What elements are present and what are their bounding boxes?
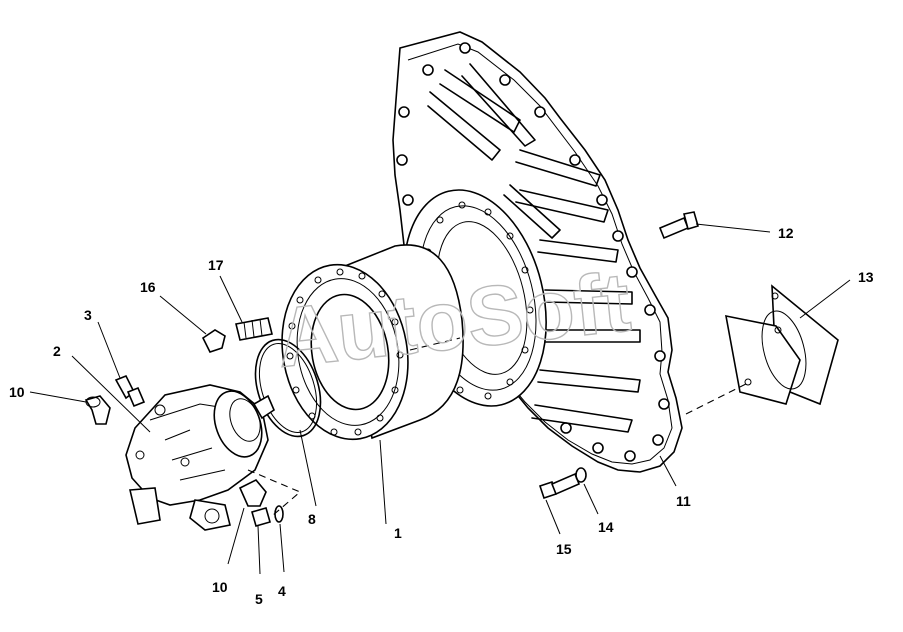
callout-10-bottom: 10	[212, 579, 228, 595]
o-ring	[254, 338, 322, 438]
adapter-ring	[281, 244, 464, 441]
fitting-10-elbow-left	[84, 395, 111, 425]
callout-1: 1	[394, 525, 402, 541]
callout-3: 3	[84, 307, 92, 323]
callout-8: 8	[308, 511, 316, 527]
callout-5: 5	[255, 591, 263, 607]
alignment-line	[409, 337, 461, 351]
cover-alignment-line	[685, 383, 747, 415]
pump-assembly	[125, 384, 275, 531]
fitting-17-connector	[235, 317, 273, 341]
callout-15: 15	[556, 541, 572, 557]
callout-16: 16	[140, 279, 156, 295]
fitting-3	[114, 374, 146, 408]
stud-15	[538, 472, 581, 500]
callout-17: 17	[208, 257, 224, 273]
ring-bolt-holes	[286, 268, 404, 436]
pump-alignment-line	[247, 469, 302, 517]
callout-10-left: 10	[9, 384, 25, 400]
fitting-5	[251, 507, 271, 527]
washer-4	[274, 505, 284, 523]
callout-13: 13	[858, 269, 874, 285]
housing-bolt-bosses	[396, 42, 670, 462]
bolt-12	[658, 211, 699, 240]
callout-14: 14	[598, 519, 614, 535]
washer-14	[575, 467, 587, 483]
callout-12: 12	[778, 225, 794, 241]
cover-plate	[724, 284, 839, 406]
callout-2: 2	[53, 343, 61, 359]
fitting-10-elbow-bottom	[238, 479, 267, 507]
housing-ribs	[427, 63, 641, 433]
callout-11: 11	[676, 493, 691, 509]
leader-lines	[29, 223, 851, 575]
callout-4: 4	[278, 583, 286, 599]
fitting-16-elbow	[201, 329, 226, 353]
